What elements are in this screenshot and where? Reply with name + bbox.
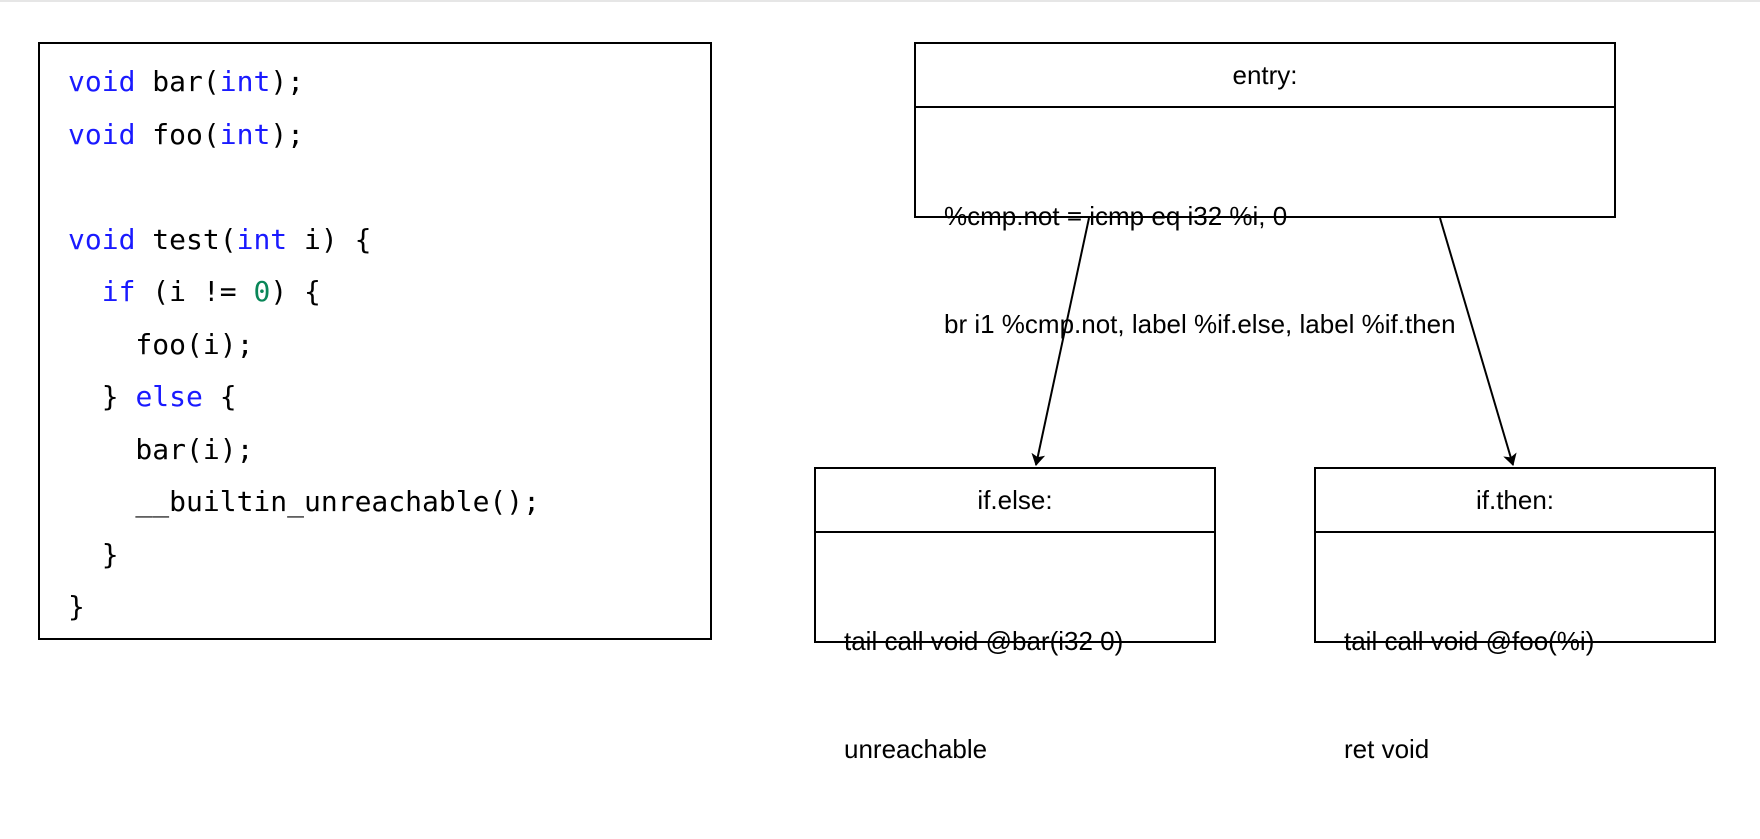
- cfg-edges: [1031, 217, 1517, 466]
- code-line: if (i != 0) {: [68, 266, 540, 319]
- ir-line: tail call void @bar(i32 0): [844, 626, 1124, 656]
- ir-line: %cmp.not = icmp eq i32 %i, 0: [944, 201, 1288, 231]
- code-text: }: [68, 590, 85, 623]
- code-keyword: int: [236, 222, 288, 256]
- code-text: __builtin_unreachable();: [68, 485, 541, 518]
- code-text: ) {: [270, 275, 321, 308]
- ir-line: ret void: [1344, 734, 1430, 764]
- cfg-block-if-then: if.then: tail call void @foo(%i) ret voi…: [1314, 467, 1716, 764]
- source-code: void bar(int);void foo(int);void test(in…: [68, 56, 540, 634]
- edge-entry-to-if-else: [1031, 217, 1090, 466]
- cfg-block-if-else: if.else: tail call void @bar(i32 0) unre…: [814, 467, 1216, 764]
- source-code-panel: void bar(int);void foo(int);void test(in…: [38, 42, 712, 640]
- code-keyword: if: [101, 275, 136, 308]
- ir-line: br i1 %cmp.not, label %if.else, label %i…: [944, 309, 1456, 339]
- block-body-if-then: tail call void @foo(%i) ret void: [1316, 533, 1714, 839]
- code-text: (i !=: [135, 275, 254, 308]
- block-title-if-else: if.else:: [816, 469, 1214, 533]
- block-title-entry: entry:: [916, 44, 1614, 108]
- code-line: }: [68, 529, 540, 582]
- code-keyword: int: [219, 117, 271, 151]
- code-text: {: [202, 380, 237, 413]
- code-text: foo(: [135, 117, 220, 151]
- edge-entry-to-if-then: [1439, 217, 1517, 466]
- ir-line: tail call void @foo(%i): [1344, 626, 1595, 656]
- code-number: 0: [253, 275, 271, 308]
- code-line: void foo(int);: [68, 109, 540, 162]
- code-line: void test(int i) {: [68, 214, 540, 267]
- code-keyword: else: [135, 380, 203, 413]
- code-line: __builtin_unreachable();: [68, 476, 540, 529]
- code-keyword: void: [68, 222, 136, 256]
- code-text: }: [68, 537, 119, 571]
- code-keyword: void: [68, 65, 136, 98]
- code-line: void bar(int);: [68, 56, 540, 109]
- code-keyword: int: [219, 65, 271, 98]
- code-line: bar(i);: [68, 424, 540, 477]
- code-text: );: [270, 117, 305, 151]
- code-text: i) {: [287, 222, 372, 256]
- code-line: } else {: [68, 371, 540, 424]
- code-keyword: void: [68, 117, 136, 151]
- block-body-if-else: tail call void @bar(i32 0) unreachable: [816, 533, 1214, 839]
- code-text: bar(i);: [68, 432, 254, 466]
- code-text: );: [270, 65, 305, 98]
- code-text: foo(i);: [68, 327, 254, 361]
- code-text: test(: [135, 222, 237, 256]
- cfg-block-entry: entry: %cmp.not = icmp eq i32 %i, 0 br i…: [914, 42, 1616, 339]
- block-body-entry: %cmp.not = icmp eq i32 %i, 0 br i1 %cmp.…: [916, 108, 1614, 414]
- block-title-if-then: if.then:: [1316, 469, 1714, 533]
- ir-line: unreachable: [844, 734, 988, 764]
- code-text: }: [68, 380, 136, 413]
- code-text: bar(: [135, 65, 220, 98]
- code-line: foo(i);: [68, 319, 540, 372]
- top-divider: [0, 0, 1760, 2]
- code-line: }: [68, 581, 540, 634]
